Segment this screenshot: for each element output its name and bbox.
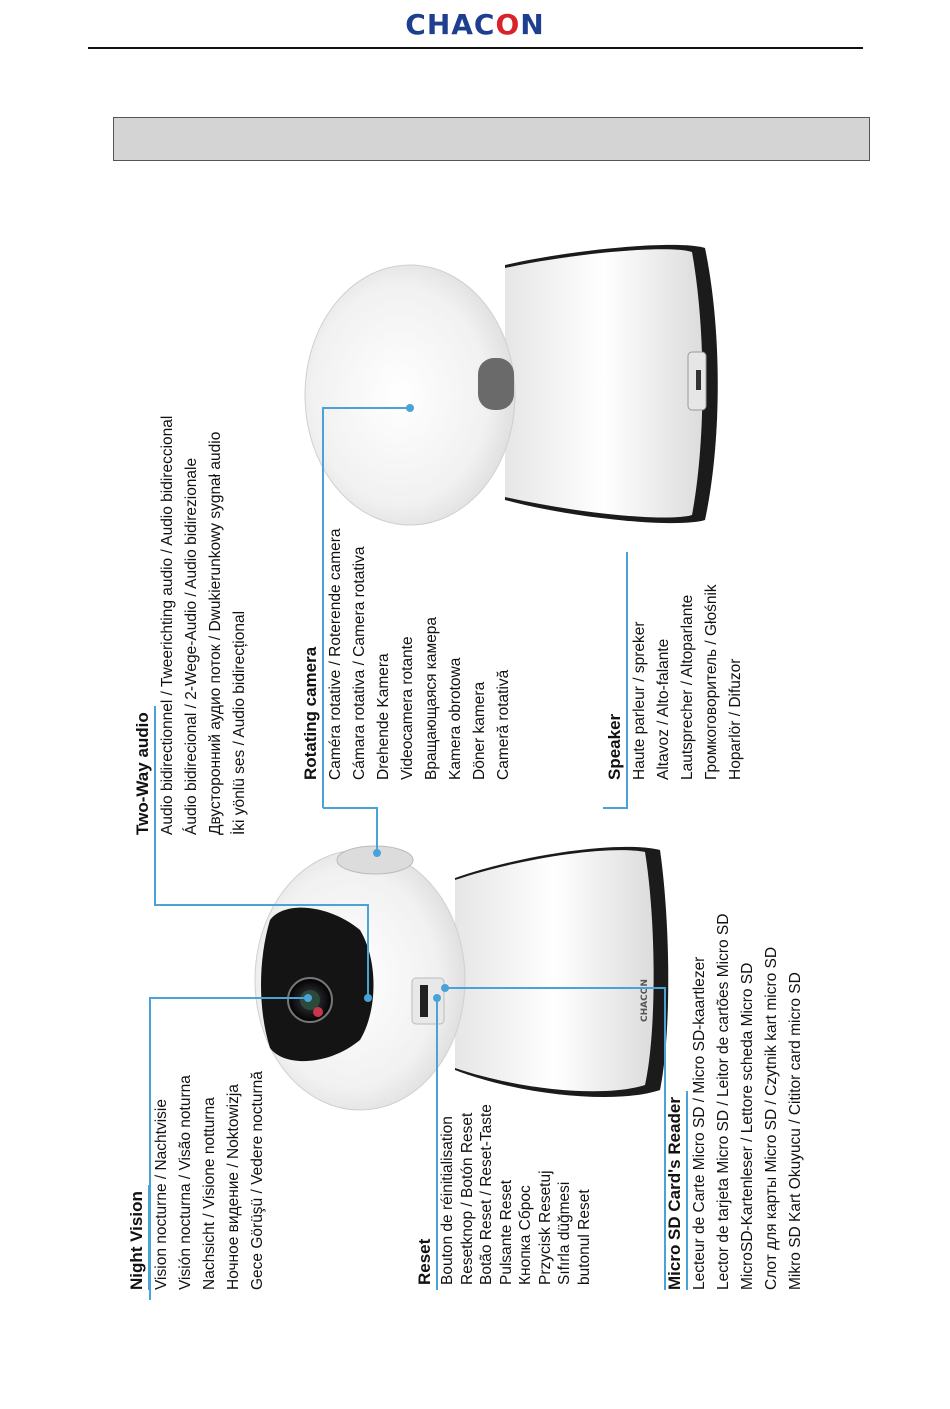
callout-dot-reset <box>433 994 441 1002</box>
two-way-audio-line: Двусторонний аудио поток / Dwukierunkowy… <box>207 431 224 835</box>
rear-base-body <box>505 249 703 518</box>
label-speaker: Speaker Haute parleur / spreker Altavoz … <box>604 584 748 780</box>
brand-logo-text: CHACON <box>405 8 545 41</box>
reset-line: butonul Reset <box>575 1189 593 1285</box>
reset-line: Bouton de réinitialisation <box>439 1116 456 1285</box>
callout-dot-rotating <box>406 404 414 412</box>
speaker-line: Altavoz / Alto-falante <box>655 638 672 780</box>
callout-micro-sd <box>445 987 666 1290</box>
callout-dot-grille <box>373 849 381 857</box>
speaker-title: Speaker <box>604 707 628 780</box>
micro-sd-line: Слот для карты Micro SD / Czytnik kart m… <box>763 946 780 1290</box>
rotating-camera-line: Döner kamera <box>471 681 488 780</box>
label-reset: Reset Bouton de réinitialisation Resetkn… <box>414 1104 594 1285</box>
two-way-audio-line: Audio bidirectionnel / Tweerichting audi… <box>159 415 176 835</box>
reset-line: Pulsante Reset <box>497 1179 515 1285</box>
rotating-camera-line: Kamera obrotowa <box>447 657 464 780</box>
night-vision-line: Nachsicht / Visione notturna <box>201 1097 218 1290</box>
callout-rotating-camera-to-grille <box>323 807 378 850</box>
speaker-line: Haute parleur / spreker <box>631 621 648 780</box>
rotating-camera-line: Drehende Kamera <box>375 653 392 780</box>
rear-camera-head <box>304 264 516 526</box>
callout-dot-audio <box>364 994 372 1002</box>
label-micro-sd: Micro SD Card's Reader Lecteur de Carte … <box>664 914 808 1290</box>
micro-sd-line: MicroSD-Kartenleser / Lettore scheda Mic… <box>739 962 756 1290</box>
callout-two-way-audio <box>154 835 369 998</box>
brand-logo: CHACON <box>0 8 950 41</box>
two-way-audio-line: İki yönlü ses / Audio bidirecțional <box>231 610 248 835</box>
night-vision-line: Ночное видение / Noktowizja <box>225 1084 242 1290</box>
night-vision-line: Gece Görüşü / Vedere nocturnă <box>249 1071 266 1290</box>
rear-camera-view <box>304 244 718 526</box>
night-vision-title: Night Vision <box>126 1185 150 1290</box>
reset-line: Кнопка Сброс <box>517 1185 534 1285</box>
reset-line: Przycisk Resetuj <box>536 1170 554 1285</box>
device-logo: CHACON <box>640 979 650 1022</box>
rotating-camera-line: Caméra rotative / Roterende camera <box>327 528 344 780</box>
callout-dot-micro-sd <box>441 984 449 992</box>
rotating-camera-line: Вращающаяся камера <box>423 616 440 780</box>
rotating-camera-title: Rotating camera <box>300 640 324 780</box>
section-banner <box>113 117 870 161</box>
speaker-line: Hoparlör / Difuzor <box>727 658 744 780</box>
rotation-joint <box>478 358 514 410</box>
callout-lines <box>149 407 666 1300</box>
callout-dot-night-vision <box>304 994 312 1002</box>
label-night-vision: Night Vision Vision nocturne / Nachtvisi… <box>126 1071 270 1290</box>
night-vision-line: Visión nocturna / Visão noturna <box>177 1075 194 1290</box>
micro-sd-line: Mikro SD Kart Okuyucu / Cititor card mic… <box>787 972 804 1290</box>
reset-title: Reset <box>414 1232 438 1285</box>
rotating-camera-line: Videocamera rotante <box>399 636 416 780</box>
micro-sd-line: Lector de tarjeta Micro SD / Leitor de c… <box>715 913 732 1290</box>
reset-line: Sıfırla düğmesi <box>556 1181 573 1285</box>
reset-line: Resetknop / Botón Reset <box>458 1112 476 1285</box>
micro-sd-title: Micro SD Card's Reader <box>664 1091 688 1290</box>
callout-speaker <box>603 552 628 809</box>
label-rotating-camera: Rotating camera Caméra rotative / Rotere… <box>300 528 516 780</box>
callout-night-vision <box>149 997 308 1300</box>
speaker-line: Громкоговоритель / Głośnik <box>703 584 720 780</box>
speaker-grille <box>336 845 414 875</box>
sd-slot <box>420 985 428 1017</box>
label-two-way-audio: Two-Way audio Audio bidirectionnel / Twe… <box>132 416 252 835</box>
callout-dots <box>304 404 449 1002</box>
rotating-camera-line: Cámara rotativa / Camera rotativa <box>351 546 368 780</box>
power-port <box>696 370 701 390</box>
micro-sd-line: Lecteur de Carte Micro SD / Micro SD-kaa… <box>691 956 708 1290</box>
reset-line: Botão Reset / Reset-Taste <box>478 1104 495 1285</box>
two-way-audio-line: Áudio bidirecional / 2-Wege-Audio / Audi… <box>183 457 200 835</box>
header-divider <box>88 47 863 49</box>
callout-rotating-camera <box>322 407 410 808</box>
night-vision-line: Vision nocturne / Nachtvisie <box>153 1099 170 1290</box>
base-body <box>455 850 654 1092</box>
rotating-camera-line: Cameră rotativă <box>495 669 512 780</box>
speaker-line: Lautsprecher / Altoparlante <box>679 594 696 780</box>
front-camera-view: CHACON <box>254 845 669 1111</box>
two-way-audio-title: Two-Way audio <box>132 706 156 835</box>
lens-glint <box>313 1007 323 1017</box>
